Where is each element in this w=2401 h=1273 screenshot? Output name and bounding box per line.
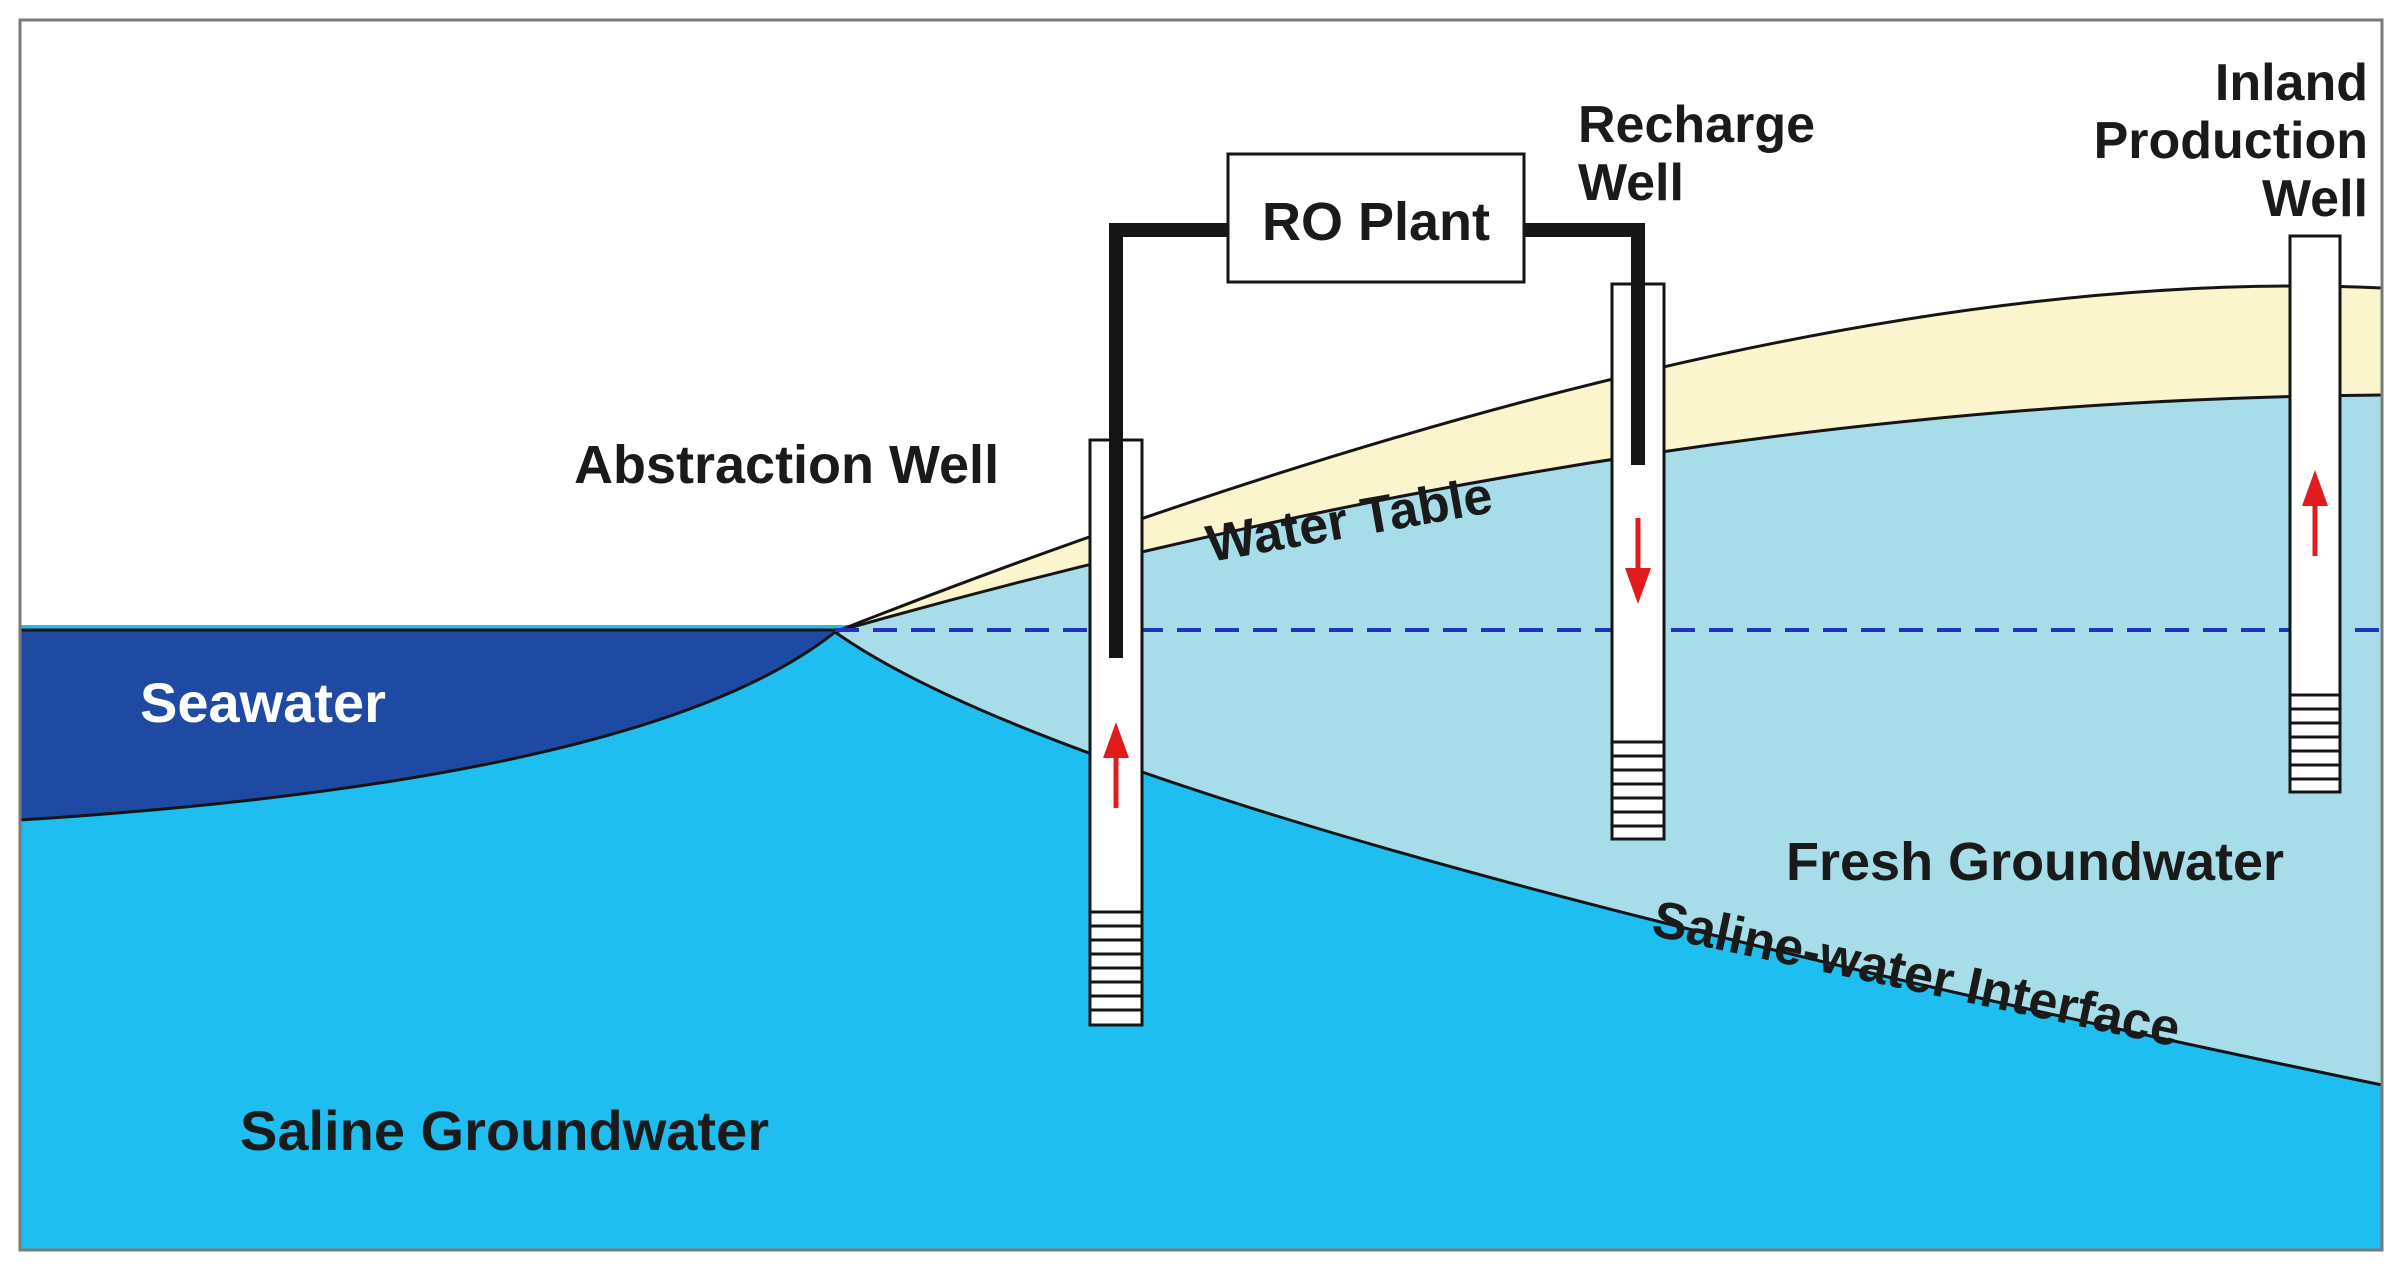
abstraction-well-label: Abstraction Well — [574, 435, 999, 495]
inland-production-well — [2288, 234, 2342, 794]
ro-plant-box — [1226, 152, 1526, 284]
inland-well-label-line3: Well — [2262, 170, 2368, 228]
diagram-frame — [18, 18, 2384, 1252]
abstraction-well-up-arrow — [1103, 722, 1129, 808]
fresh-groundwater-label: Fresh Groundwater — [1786, 832, 2284, 892]
fresh-groundwater-zone — [835, 395, 2382, 1085]
recharge-well-screen — [1612, 740, 1664, 828]
recharge-well-down-arrow — [1625, 518, 1651, 604]
seawater-label: Seawater — [140, 671, 386, 734]
abstraction-pipe — [1109, 223, 1228, 658]
recharge-pipe — [1524, 223, 1645, 465]
seawater-zone — [20, 630, 835, 820]
recharge-well-label-line1: Recharge — [1578, 96, 1815, 154]
saline-water-interface-line — [834, 630, 2383, 1087]
saline-groundwater-label: Saline Groundwater — [240, 1099, 769, 1162]
inland-well-up-arrow — [2302, 470, 2328, 556]
ro-plant-label: RO Plant — [1262, 192, 1490, 252]
seabed-line — [19, 630, 836, 822]
recharge-well-label-line2: Well — [1578, 154, 1684, 212]
inland-well-label-line1: Inland — [2215, 54, 2368, 112]
inland-well-label-line2: Production — [2094, 112, 2368, 170]
abstraction-well-screen — [1090, 910, 1142, 1012]
abstraction-well — [1088, 438, 1144, 1027]
inland-well-screen — [2290, 693, 2340, 781]
